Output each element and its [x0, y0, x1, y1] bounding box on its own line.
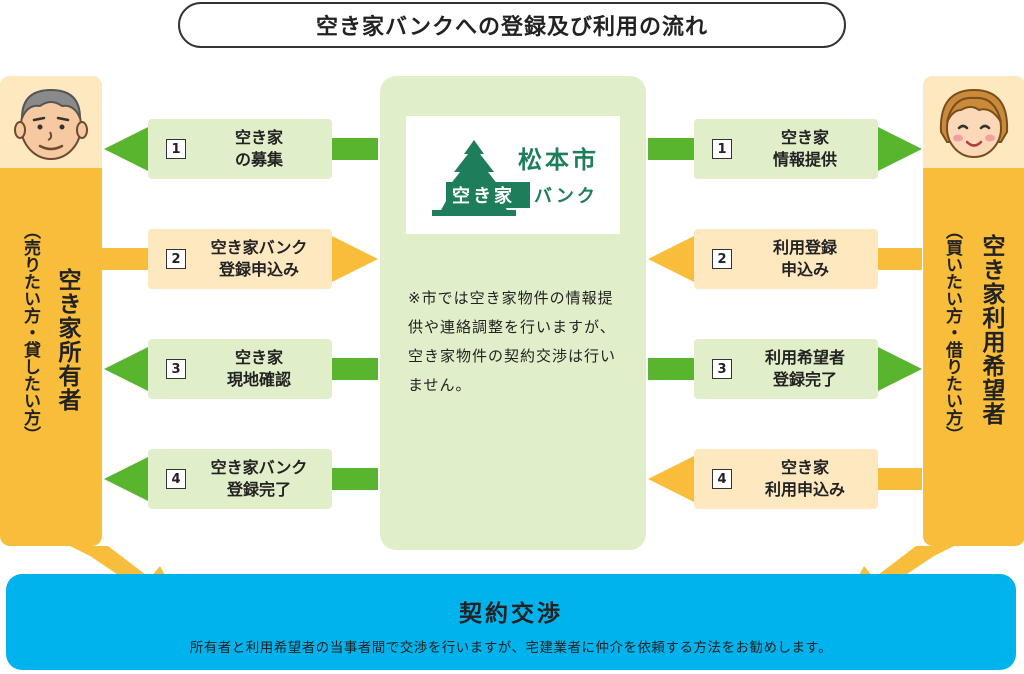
step-number: 1 — [712, 139, 732, 159]
user-panel — [923, 76, 1024, 546]
step-label-line2: 利用申込み — [764, 480, 845, 499]
old-man-face-icon — [14, 88, 88, 160]
step-label-line2: 登録完了 — [772, 370, 837, 389]
owner-step-1: 1 空き家 の募集 — [148, 119, 332, 179]
logo-bank-left-text: 空き家 — [452, 185, 515, 207]
owner-step-2: 2 空き家バンク 登録申込み — [148, 229, 332, 289]
matsumoto-akiya-bank-logo: 松本市 空き家 バンク — [406, 116, 620, 234]
logo-city-text: 松本市 — [518, 146, 599, 174]
owner-step-4: 4 空き家バンク 登録完了 — [148, 449, 332, 509]
step-label-line2: 情報提供 — [772, 150, 837, 169]
contract-negotiation-panel: 契約交渉 所有者と利用希望者の当事者間で交渉を行いますが、宅建業者に仲介を依頼す… — [6, 574, 1016, 670]
castle-logo-icon: 松本市 空き家 バンク — [432, 140, 599, 216]
step-number: 4 — [166, 469, 186, 489]
step-label-line2: 登録申込み — [218, 260, 299, 279]
step-label-line1: 利用登録 — [772, 238, 837, 257]
user-avatar-area — [923, 76, 1024, 168]
step-label-line2: 現地確認 — [226, 370, 291, 389]
contract-title: 契約交渉 — [459, 601, 563, 627]
step-number: 3 — [712, 359, 732, 379]
contract-description: 所有者と利用希望者の当事者間で交渉を行いますが、宅建業者に仲介を依頼する方法をお… — [189, 640, 833, 656]
step-number: 2 — [712, 249, 732, 269]
woman-face-icon — [939, 88, 1009, 158]
step-number: 1 — [166, 139, 186, 159]
city-note: ※市では空き家物件の情報提供や連絡調整を行いますが、空き家物件の契約交渉は行いま… — [408, 289, 617, 394]
step-number: 2 — [166, 249, 186, 269]
user-step-4: 4 空き家 利用申込み — [694, 449, 878, 509]
owner-panel — [0, 76, 102, 546]
step-label-line1: 空き家バンク — [210, 238, 308, 257]
page-title: 空き家バンクへの登録及び利用の流れ — [178, 2, 846, 48]
owner-role-label: 空き家所有者 — [54, 268, 80, 412]
user-step-2: 2 利用登録 申込み — [694, 229, 878, 289]
user-sub-label: （買いたい方・借りたい方） — [942, 222, 962, 443]
step-number: 3 — [166, 359, 186, 379]
owner-step-3: 3 空き家 現地確認 — [148, 339, 332, 399]
step-label-line2: の募集 — [234, 150, 283, 169]
step-label-line2: 申込み — [780, 260, 829, 279]
step-label-line1: 空き家バンク — [210, 458, 308, 477]
owner-avatar-area — [0, 76, 102, 168]
city-panel: 松本市 空き家 バンク ※市では空き家物件の情報提供や連絡調整を行いますが、空き… — [380, 76, 646, 550]
user-step-3: 3 利用希望者 登録完了 — [694, 339, 878, 399]
user-role-label: 空き家利用希望者 — [978, 234, 1004, 426]
step-label-line1: 空き家 — [234, 348, 283, 367]
user-step-1: 1 空き家 情報提供 — [694, 119, 878, 179]
owner-sub-label: （売りたい方・貸したい方） — [20, 222, 40, 443]
step-label-line1: 空き家 — [780, 458, 829, 477]
logo-bank-right-text: バンク — [534, 186, 598, 207]
step-label-line1: 空き家 — [234, 128, 283, 147]
step-label-line1: 利用希望者 — [764, 348, 845, 367]
step-number: 4 — [712, 469, 732, 489]
step-label-line2: 登録完了 — [226, 480, 291, 499]
step-label-line1: 空き家 — [780, 128, 829, 147]
